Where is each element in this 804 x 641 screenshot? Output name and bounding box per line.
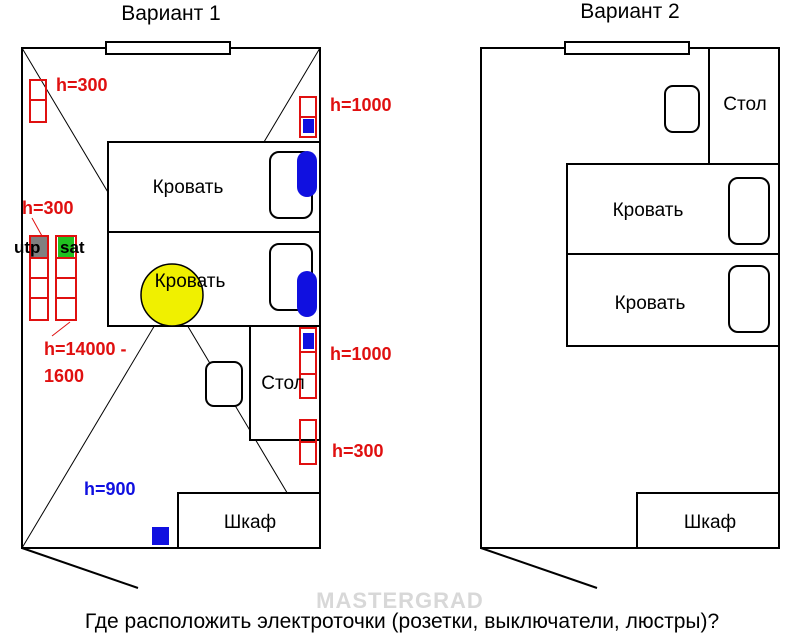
variant-1-door xyxy=(21,547,139,589)
outlet xyxy=(299,441,317,465)
outlet xyxy=(29,297,49,321)
sat-socket xyxy=(58,237,74,257)
utp-socket xyxy=(31,237,47,257)
outlet xyxy=(55,297,77,321)
variant-2-wardrobe xyxy=(636,492,780,549)
variant-2-pillow-bottom xyxy=(728,265,770,333)
leader-line xyxy=(51,321,71,337)
variant-2-bed-top-label: Кровать xyxy=(613,200,684,221)
outlet xyxy=(55,277,77,299)
outlet xyxy=(29,277,49,299)
variant-2-wardrobe-label: Шкаф xyxy=(684,512,736,533)
variant-2-title: Вариант 2 xyxy=(580,0,680,23)
variant-1-outlets-right xyxy=(299,96,317,465)
variant-2-desk-label: Стол xyxy=(723,94,766,115)
switch xyxy=(303,119,314,133)
h-label-left-low-2: 1600 xyxy=(44,366,84,386)
outlet xyxy=(29,99,47,123)
outlet xyxy=(299,116,317,138)
variant-1-outlets-left xyxy=(29,79,77,321)
outlet xyxy=(299,96,317,118)
watermark: MASTERGRAD xyxy=(316,588,484,613)
variant-1-desk-label: Стол xyxy=(261,373,304,394)
h-label-right-mid: h=1000 xyxy=(330,344,392,364)
switch xyxy=(303,333,314,349)
variant-1-title: Вариант 1 xyxy=(121,2,221,25)
outlet xyxy=(29,79,47,101)
variant-1-chandelier xyxy=(140,263,204,327)
variant-1-bed-bottom-label: Кровать xyxy=(155,271,226,292)
variant-1-bed-top-label: Кровать xyxy=(153,177,224,198)
sat-label: sat xyxy=(60,238,85,257)
leader-line xyxy=(31,217,43,237)
variant-2-bed-bottom-label: Кровать xyxy=(615,293,686,314)
variant-1-chair xyxy=(205,361,243,407)
bedside-switch xyxy=(297,271,317,317)
h-label-left-low-1: h=14000 - xyxy=(44,339,127,359)
utp-label: utp xyxy=(14,238,40,257)
outlet xyxy=(29,257,49,279)
entry-switch xyxy=(152,527,169,545)
variant-2-door xyxy=(480,547,598,589)
bedside-switch xyxy=(297,151,317,197)
variant-2-window xyxy=(564,41,690,55)
h-label-left-mid: h=300 xyxy=(22,198,74,218)
variant-1-wardrobe-label: Шкаф xyxy=(224,512,276,533)
h-label-switch: h=900 xyxy=(84,479,136,499)
h-label-right-low: h=300 xyxy=(332,441,384,461)
variant-2-plan xyxy=(480,41,780,589)
h-label-left-top: h=300 xyxy=(56,75,108,95)
question-caption: Где расположить электроточки (розетки, в… xyxy=(85,610,719,633)
variant-2-pillow-top xyxy=(728,177,770,245)
variant-1-window xyxy=(105,41,231,55)
h-label-right-top: h=1000 xyxy=(330,95,392,115)
variant-1-wardrobe xyxy=(177,492,321,549)
variant-2-chair xyxy=(664,85,700,133)
outlet xyxy=(55,257,77,279)
outlet xyxy=(299,373,317,399)
